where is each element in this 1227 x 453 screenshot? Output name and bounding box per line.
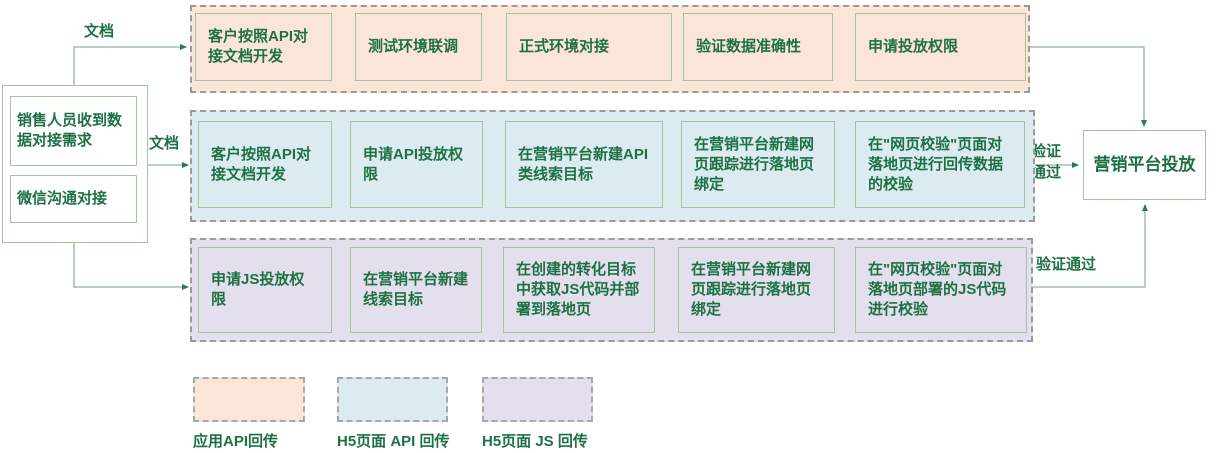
legend-swatch-h5-js [482, 377, 593, 422]
lane2-step-2: 申请API投放权限 [350, 121, 483, 208]
lane-h5-js [190, 238, 1033, 342]
lane2-step-2-label: 申请API投放权限 [363, 145, 464, 183]
lane3-step-4-label: 在营销平台新建网页跟踪进行落地页绑定 [691, 261, 812, 318]
lane2-step-1-label: 客户按照API对接文档开发 [211, 145, 312, 183]
source-step-wechat-label: 微信沟通对接 [17, 190, 108, 207]
lane1-step-1-label: 客户按照API对接文档开发 [208, 28, 309, 65]
lane1-step-4-label: 验证数据准确性 [696, 38, 802, 55]
lane1-step-2-label: 测试环境联调 [368, 38, 459, 55]
lane3-step-2-label: 在营销平台新建线索目标 [363, 271, 469, 308]
connector-source-to-lane1 [73, 44, 187, 85]
lane2-step-3: 在营销平台新建API类线索目标 [505, 121, 663, 208]
lane3-step-3-label: 在创建的转化目标中获取JS代码并部署到落地页 [516, 261, 640, 318]
lane1-step-4: 验证数据准确性 [683, 13, 833, 81]
legend-label-app-api: 应用API回传 [193, 433, 279, 450]
source-step-sales-label: 销售人员收到数据对接需求 [17, 112, 123, 149]
edge-label-doc-top: 文档 [84, 23, 115, 40]
lane3-step-1-label: 申请JS投放权限 [211, 271, 305, 308]
legend-label-h5-api: H5页面 API 回传 [337, 433, 450, 450]
lane-app-api [190, 5, 1030, 93]
legend-swatch-h5-api [337, 377, 448, 422]
lane1-step-3-label: 正式环境对接 [519, 38, 610, 55]
lane3-step-4: 在营销平台新建网页跟踪进行落地页绑定 [678, 247, 835, 333]
source-step-wechat: 微信沟通对接 [10, 175, 137, 223]
lane2-step-3-label: 在营销平台新建API类线索目标 [518, 145, 649, 183]
edge-label-verify-middle: 验证通过 [1031, 143, 1062, 181]
result-box: 营销平台投放 [1083, 130, 1206, 200]
lane2-step-1: 客户按照API对接文档开发 [198, 121, 332, 208]
lane1-step-2: 测试环境联调 [355, 13, 482, 81]
lane3-step-5-label: 在"网页校验"页面对落地页部署的JS代码进行校验 [868, 261, 1007, 318]
edge-label-verify-bottom: 验证通过 [1036, 256, 1097, 273]
lane1-step-3: 正式环境对接 [506, 13, 672, 81]
legend-swatch-app-api [193, 377, 305, 422]
lane1-step-5: 申请投放权限 [855, 13, 1026, 81]
legend-label-h5-js: H5页面 JS 回传 [482, 433, 588, 450]
connector-source-to-lane3 [73, 243, 189, 290]
result-label: 营销平台投放 [1093, 155, 1196, 174]
lane2-step-5-label: 在"网页校验"页面对落地页进行回传数据的校验 [868, 135, 1004, 193]
lane3-step-1: 申请JS投放权限 [198, 247, 332, 333]
lane3-step-2: 在营销平台新建线索目标 [350, 247, 482, 333]
lane3-step-3: 在创建的转化目标中获取JS代码并部署到落地页 [503, 247, 655, 333]
connector-lane1-to-result [1026, 46, 1147, 127]
lane1-step-1: 客户按照API对接文档开发 [195, 13, 332, 81]
lane2-step-5: 在"网页校验"页面对落地页进行回传数据的校验 [855, 121, 1025, 208]
lane1-step-5-label: 申请投放权限 [868, 38, 959, 55]
lane2-step-4: 在营销平台新建网页跟踪进行落地页绑定 [681, 121, 835, 208]
lane3-step-5: 在"网页校验"页面对落地页部署的JS代码进行校验 [855, 247, 1027, 333]
source-step-sales: 销售人员收到数据对接需求 [10, 96, 137, 166]
lane-h5-api [190, 110, 1035, 222]
edge-label-doc-middle: 文档 [149, 135, 180, 152]
lane2-step-4-label: 在营销平台新建网页跟踪进行落地页绑定 [694, 135, 815, 193]
